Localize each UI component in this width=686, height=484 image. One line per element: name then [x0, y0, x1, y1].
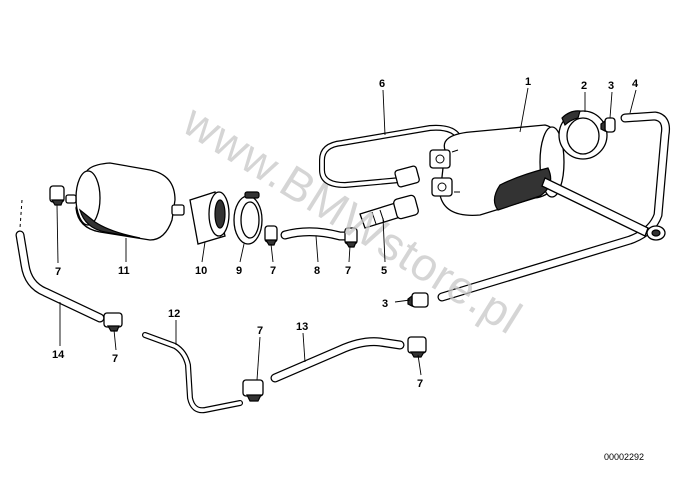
part-10-rubber-ring	[189, 191, 230, 245]
callout-7-a: 7	[55, 266, 61, 278]
part-11-pump-body	[65, 162, 185, 241]
part-3-clip-top	[600, 117, 616, 133]
callout-13: 13	[296, 321, 308, 333]
callout-14: 14	[52, 349, 65, 361]
part-8-hose	[280, 227, 357, 241]
callout-1: 1	[525, 76, 531, 88]
part-7-clip-b	[264, 225, 278, 246]
part-6-loop-pipe	[319, 124, 463, 188]
part-7-clip-d	[242, 379, 264, 402]
callouts: 1 2 3 4 6 7 11 10 9 7 8 7 5 3 12 7 13 14…	[52, 76, 639, 390]
callout-2: 2	[581, 80, 587, 92]
callout-6: 6	[379, 78, 385, 90]
part-12-formed-pipe	[142, 332, 243, 414]
callout-3-top: 3	[608, 80, 614, 92]
callout-3-mid: 3	[382, 298, 388, 310]
part-7-clip-f	[407, 336, 427, 358]
callout-5: 5	[381, 265, 387, 277]
callout-7-d: 7	[257, 325, 263, 337]
callout-11: 11	[118, 265, 130, 277]
callout-7-c: 7	[345, 265, 351, 277]
part-5-connector	[359, 194, 419, 229]
callout-4: 4	[632, 78, 639, 90]
part-4-return-hose	[437, 111, 670, 302]
part-7-clip-e	[103, 312, 123, 332]
callout-7-e: 7	[112, 353, 118, 365]
part-3-clip-mid	[407, 292, 429, 308]
part-1-pressure-damper	[429, 124, 565, 216]
part-7-clip-c	[344, 227, 358, 248]
callout-7-f: 7	[417, 378, 423, 390]
callout-7-b: 7	[270, 265, 276, 277]
leader-lines	[56, 87, 637, 381]
callout-8: 8	[314, 265, 320, 277]
callout-12: 12	[168, 308, 180, 320]
callout-9: 9	[236, 265, 242, 277]
part-13-hose	[270, 337, 405, 383]
callout-10: 10	[195, 265, 207, 277]
reference-number: 00002292	[604, 452, 644, 462]
part-2-ring-clamp	[558, 110, 608, 160]
part-9-clamp-band	[233, 191, 263, 245]
mounting-arm	[541, 177, 666, 241]
part-7-clip-a	[49, 185, 65, 206]
part-14-hose	[15, 199, 105, 323]
